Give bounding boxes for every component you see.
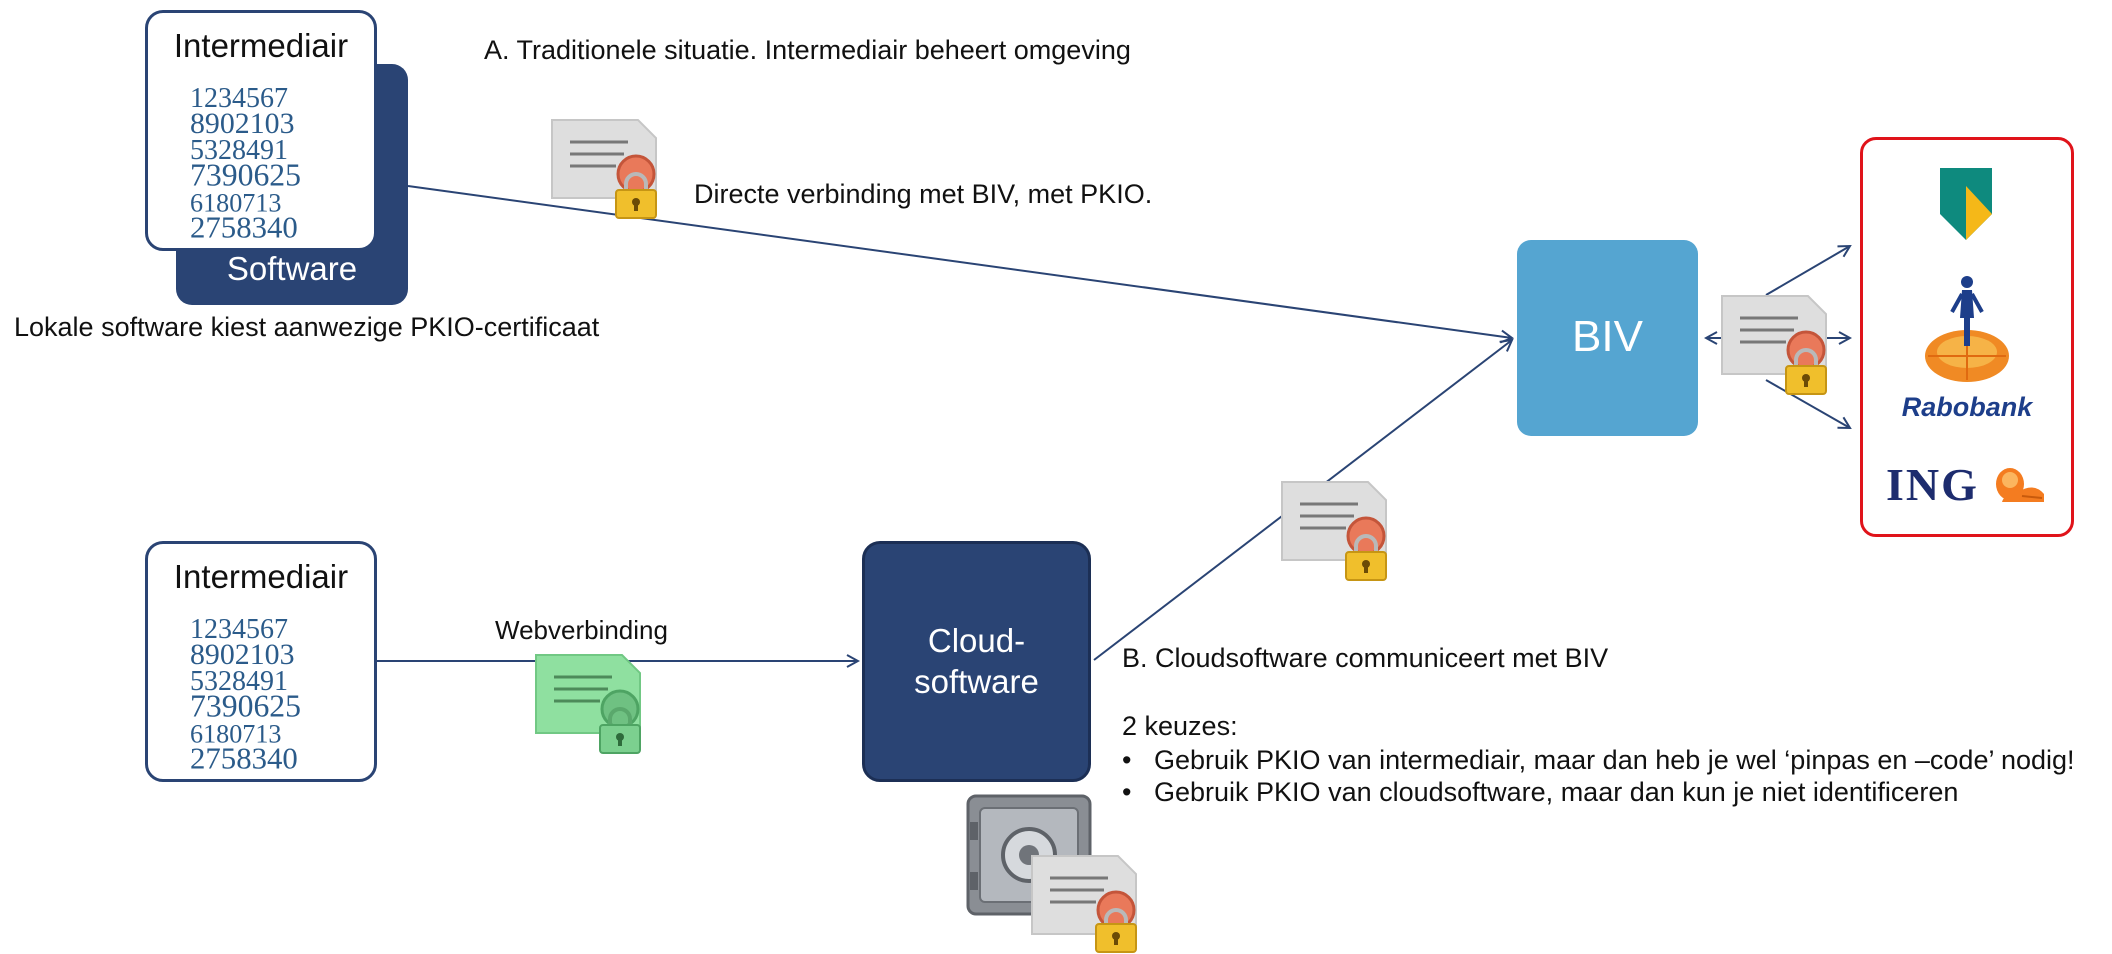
software-label: Software	[226, 250, 358, 287]
certificate-lock-icon	[551, 119, 657, 219]
number-row: 1234567	[190, 83, 288, 114]
bullet-symbol: •	[1122, 777, 1132, 807]
biv-to-bank-line-top	[1765, 246, 1850, 296]
rabobank-logo	[1925, 276, 2009, 382]
number-row: 1234567	[190, 614, 288, 645]
ing-text: ING	[1886, 459, 1979, 510]
rabobank-text: Rabobank	[1901, 392, 2033, 422]
certificate-lock-icon	[1281, 481, 1387, 581]
intermediair-box-bottom: Intermediair 1234567 8902103 5328491 739…	[145, 541, 377, 782]
number-row: 2758340	[190, 742, 298, 776]
certificate-lock-icon	[1031, 855, 1137, 953]
safe-icon	[966, 794, 1092, 916]
number-row: 2758340	[190, 211, 298, 245]
biv-label: BIV	[1572, 312, 1643, 361]
scenario-a-connection-note: Directe verbinding met BIV, met PKIO.	[694, 179, 1153, 209]
biv-to-bank-line-bottom	[1765, 379, 1850, 428]
choice-text-1: Gebruik PKIO van intermediair, maar dan …	[1154, 745, 2075, 775]
intermediair-box-top: Intermediair 1234567 8902103 5328491 739…	[145, 10, 377, 251]
intermediair-title-top: Intermediair	[173, 27, 349, 64]
number-row: 5328491	[190, 135, 288, 166]
green-certificate-lock-icon	[535, 654, 641, 754]
bullet-symbol: •	[1122, 745, 1132, 775]
ing-lion-logo	[1996, 468, 2044, 502]
numbers-illustration-bottom: 1234567 8902103 5328491 7390625 6180713 …	[190, 614, 301, 776]
number-row: 8902103	[190, 107, 295, 140]
number-row: 5328491	[190, 666, 288, 697]
cloud-software-box	[862, 541, 1091, 782]
number-row: 7390625	[190, 688, 301, 723]
numbers-illustration-top: 1234567 8902103 5328491 7390625 6180713 …	[190, 83, 301, 245]
number-row: 7390625	[190, 157, 301, 192]
web-connection-label: Webverbinding	[495, 615, 668, 645]
number-row: 6180713	[190, 188, 281, 217]
number-row: 6180713	[190, 719, 281, 748]
choices-heading: 2 keuzes:	[1122, 711, 1238, 741]
number-row: 8902103	[190, 638, 295, 671]
software-to-biv-line	[407, 185, 1512, 338]
certificate-lock-icon	[1721, 295, 1827, 395]
choice-bullet-2: • Gebruik PKIO van cloudsoftware, maar da…	[1122, 777, 1958, 808]
scenario-a-caption: Lokale software kiest aanwezige PKIO-cer…	[14, 312, 600, 342]
scenario-a-title: A. Traditionele situatie. Intermediair b…	[484, 35, 1131, 65]
scenario-b-title: B. Cloudsoftware communiceert met BIV	[1122, 643, 1609, 673]
cloud-software-label: Cloud- software	[862, 620, 1091, 702]
cloud-label-line1: Cloud-	[927, 622, 1026, 659]
cloud-label-line2: software	[914, 663, 1039, 700]
intermediair-title-bottom: Intermediair	[173, 558, 349, 595]
abn-amro-shield-logo	[1940, 168, 1992, 240]
choice-text-2: Gebruik PKIO van cloudsoftware, maar dan…	[1154, 777, 1959, 807]
biv-box	[1517, 240, 1698, 436]
choice-bullet-1: • Gebruik PKIO van intermediair, maar dan…	[1122, 745, 2075, 776]
